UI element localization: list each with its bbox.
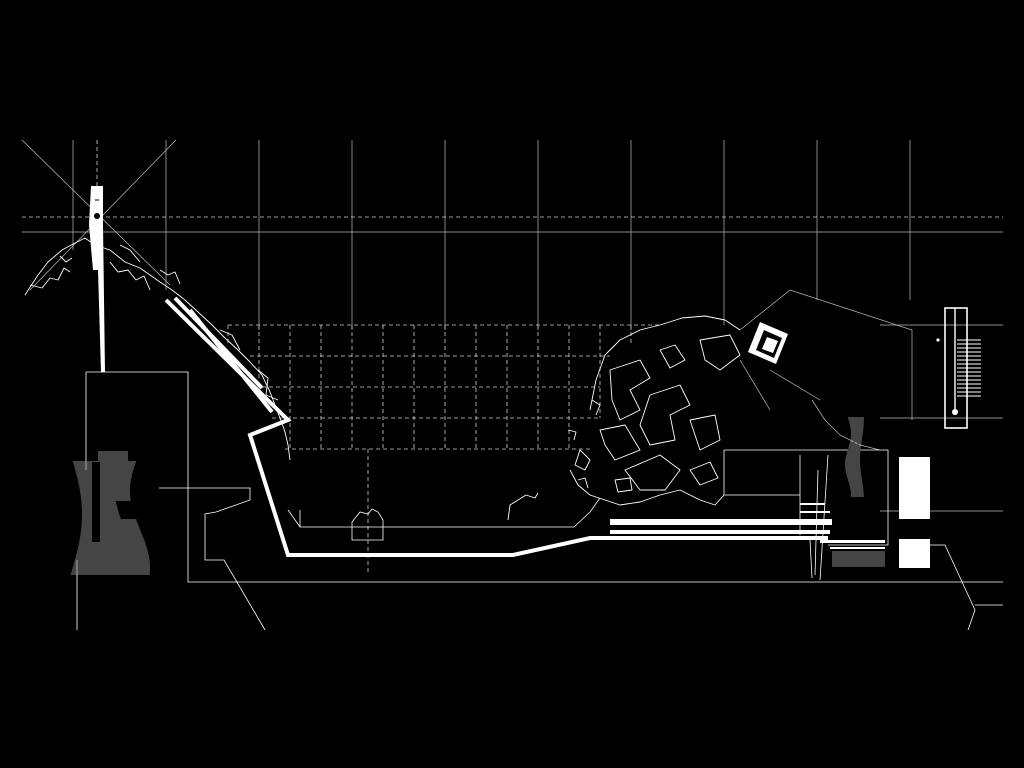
hatched-column-right (845, 417, 864, 497)
long-white-bars (610, 503, 885, 549)
scattered-marks (809, 454, 829, 581)
vertical-grid-lines (72, 140, 911, 330)
horizontal-grid-lines (22, 216, 1003, 512)
terrain-fragments-left (24, 237, 291, 461)
right-tower-ladder (957, 339, 981, 397)
lower-plaza-outline (287, 492, 601, 541)
terrain-fragments-right (567, 315, 741, 506)
gray-hatch-bars (832, 551, 885, 567)
hatch-gap (92, 462, 100, 542)
tower-spire (89, 186, 105, 372)
white-blocks-right (899, 457, 930, 568)
left-building-outline (76, 371, 1003, 631)
main-walkway-path (164, 296, 828, 557)
hatched-figure-left (70, 451, 150, 575)
rotated-pavilion (748, 322, 788, 364)
